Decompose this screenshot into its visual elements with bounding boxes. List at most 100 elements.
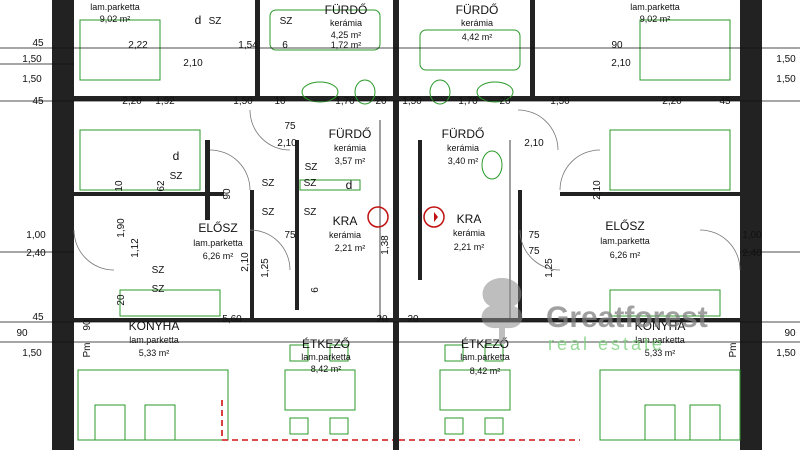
svg-text:1,00: 1,00 (26, 230, 46, 241)
svg-text:90: 90 (222, 188, 233, 200)
watermark-logo (481, 278, 523, 344)
svg-text:SZ: SZ (209, 16, 222, 27)
room-area: 6,26 m² (610, 250, 641, 260)
svg-text:20: 20 (375, 96, 387, 107)
svg-text:2,10: 2,10 (277, 138, 297, 149)
room-area: 8,42 m² (470, 366, 501, 376)
room-name: FÜRDŐ (325, 2, 368, 17)
watermark-title: Greatforest (546, 301, 708, 334)
svg-text:1,00: 1,00 (742, 230, 762, 241)
svg-text:1,90: 1,90 (116, 218, 127, 238)
room-labels: FÜRDŐ kerámia 4,25 m² FÜRDŐ kerámia 4,42… (90, 2, 685, 376)
room-name: KONYHA (129, 319, 180, 333)
room-floor: kerámia (461, 18, 493, 28)
svg-text:2,10: 2,10 (240, 252, 251, 272)
room-name: FÜRDŐ (442, 126, 485, 141)
svg-text:45: 45 (32, 96, 44, 107)
room-floor: kerámia (453, 228, 485, 238)
svg-text:1,92: 1,92 (155, 96, 175, 107)
svg-text:1,50: 1,50 (550, 96, 570, 107)
terrace-boundary (221, 400, 580, 441)
room-name: ÉTKEZŐ (461, 336, 509, 351)
svg-text:62: 62 (156, 180, 167, 192)
room-floor: lam.parketta (193, 238, 243, 248)
svg-text:75: 75 (528, 246, 540, 257)
right-dimensions: 1,50 1,50 1,00 2,40 90 1,50 (742, 54, 796, 359)
svg-text:75: 75 (528, 230, 540, 241)
room-name: ELŐSZ (605, 218, 644, 233)
svg-text:1,50: 1,50 (233, 96, 253, 107)
svg-text:2,10: 2,10 (183, 58, 203, 69)
svg-text:SZ: SZ (152, 265, 165, 276)
room-name: KONYHA (635, 319, 686, 333)
svg-text:1,12: 1,12 (130, 238, 141, 258)
svg-text:6: 6 (310, 287, 321, 293)
partial-room-floor: lam.parketta (630, 2, 680, 12)
room-floor: kerámia (334, 143, 366, 153)
svg-text:1,50: 1,50 (22, 348, 42, 359)
svg-text:2,40: 2,40 (26, 248, 46, 259)
svg-text:1,70: 1,70 (335, 96, 355, 107)
svg-text:45: 45 (32, 38, 44, 49)
room-floor: lam.parketta (129, 335, 179, 345)
party-wall (393, 0, 399, 450)
svg-text:SZ: SZ (304, 207, 317, 218)
entry-marker-right (423, 206, 445, 228)
wall-h1-left (74, 96, 393, 101)
wall-symbols: d d d SZ SZ SZ SZ SZ SZ SZ SZ SZ SZ (152, 13, 353, 295)
entry-arrow (434, 212, 438, 222)
partial-room-area: 9,02 m² (640, 14, 671, 24)
left-outer-wall (52, 0, 74, 450)
svg-text:d: d (195, 13, 202, 27)
svg-text:75: 75 (284, 121, 296, 132)
wall-h2-left (74, 192, 224, 196)
svg-text:SZ: SZ (304, 178, 317, 189)
wall-v-bath3 (295, 140, 299, 310)
wall-h2-right (560, 192, 740, 196)
wall-v-left (205, 140, 210, 220)
svg-text:90: 90 (16, 328, 28, 339)
room-name: FÜRDŐ (456, 2, 499, 17)
room-floor: lam.parketta (460, 352, 510, 362)
wall-v-bath4 (418, 140, 422, 280)
svg-text:1,25: 1,25 (260, 258, 271, 278)
watermark-subtitle: real estate (548, 334, 665, 354)
svg-text:1,50: 1,50 (776, 74, 796, 85)
tree-trunk (499, 300, 505, 344)
svg-text:45: 45 (32, 312, 44, 323)
svg-text:10: 10 (274, 96, 286, 107)
svg-text:20: 20 (499, 96, 511, 107)
room-floor: lam.parketta (635, 335, 685, 345)
room-area: 5,33 m² (139, 348, 170, 358)
svg-text:45: 45 (719, 96, 731, 107)
svg-text:SZ: SZ (280, 16, 293, 27)
room-area: 8,42 m² (311, 364, 342, 374)
right-outer-wall (740, 0, 762, 450)
room-floor: lam.parketta (600, 236, 650, 246)
svg-text:2,40: 2,40 (742, 248, 762, 259)
room-area: 3,40 m² (448, 156, 479, 166)
room-area: 5,33 m² (645, 348, 676, 358)
svg-text:d: d (346, 178, 353, 192)
svg-text:SZ: SZ (170, 171, 183, 182)
wall-h1-right (399, 96, 740, 101)
svg-text:20: 20 (376, 314, 388, 325)
svg-text:SZ: SZ (262, 207, 275, 218)
partial-room-area: 9,02 m² (100, 14, 131, 24)
svg-text:5,60: 5,60 (222, 314, 242, 325)
door-swings (73, 109, 741, 271)
room-name: ÉTKEZŐ (302, 336, 350, 351)
wall-v-kra-left (250, 190, 254, 320)
room-name: FÜRDŐ (329, 126, 372, 141)
svg-text:1,38: 1,38 (380, 235, 391, 255)
svg-text:2,10: 2,10 (611, 58, 631, 69)
fixtures (77, 9, 741, 441)
svg-text:90: 90 (82, 319, 93, 331)
svg-text:1,72 m²: 1,72 m² (331, 40, 362, 50)
svg-text:2,10: 2,10 (592, 180, 603, 200)
room-floor: kerámia (330, 18, 362, 28)
svg-text:75: 75 (284, 230, 296, 241)
interior-dimensions: 2,22 1,54 6 1,72 m² 2,10 90 2,10 2,20 1,… (82, 40, 739, 358)
room-area: 4,42 m² (462, 32, 493, 42)
room-area: 4,25 m² (331, 30, 362, 40)
